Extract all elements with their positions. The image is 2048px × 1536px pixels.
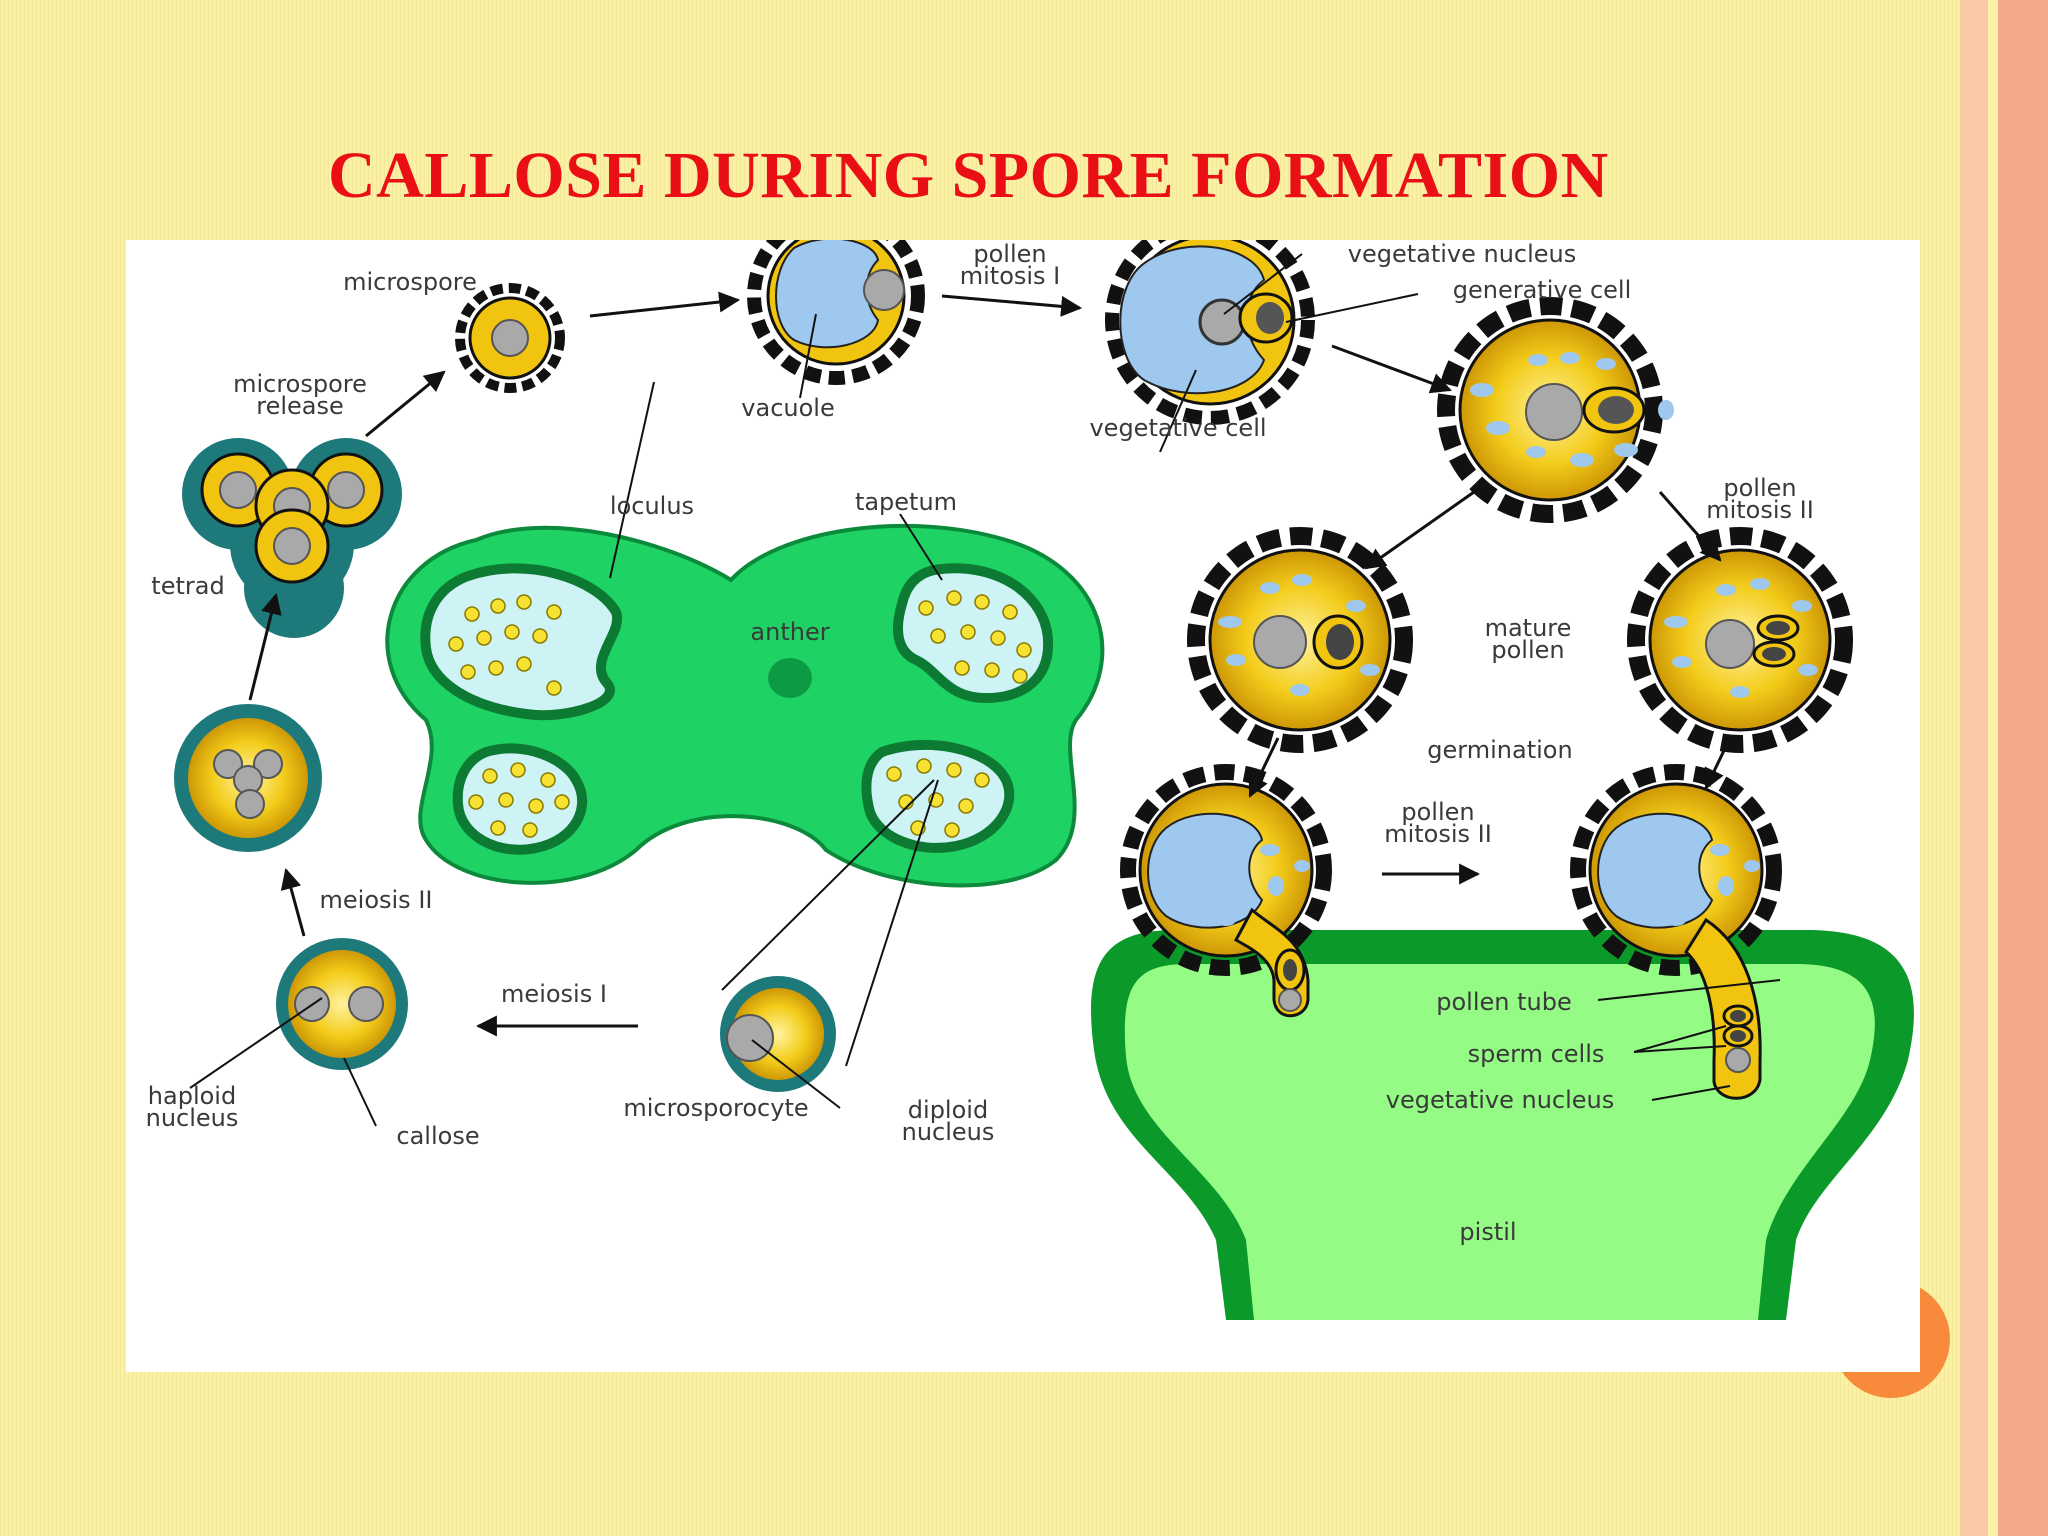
label-sperm-cells: sperm cells — [1468, 1040, 1605, 1068]
label-vacuole: vacuole — [741, 394, 834, 422]
pollen-development-diagram: microspore microspore release tetrad mei… — [146, 240, 1914, 1320]
label-pollen-mitosis-ii-bottom-2: mitosis II — [1384, 820, 1492, 848]
label-pollen-mitosis-ii-right-2: mitosis II — [1706, 496, 1814, 524]
label-tetrad: tetrad — [151, 572, 224, 600]
meiosis-i-dyad-cell — [276, 938, 408, 1070]
label-leader-lines — [189, 253, 1781, 1127]
label-pollen-tube: pollen tube — [1436, 988, 1571, 1016]
maturing-pollen-cell — [1437, 297, 1674, 523]
microsporocyte-cell — [720, 976, 836, 1092]
tetrad — [182, 438, 402, 638]
label-mature-pollen-2: pollen — [1491, 636, 1564, 664]
label-pollen-mitosis-ii-bottom-1: pollen — [1401, 798, 1474, 826]
label-callose: callose — [396, 1122, 479, 1150]
label-meiosis-i: meiosis I — [501, 980, 607, 1008]
label-mature-pollen-1: mature — [1485, 614, 1572, 642]
germinating-pollen-left — [1120, 764, 1332, 1018]
mature-pollen-bicellular — [1187, 527, 1413, 753]
mature-pollen-tricellular — [1627, 527, 1853, 753]
process-arrows — [248, 291, 1732, 1037]
diagram-labels: microspore microspore release tetrad mei… — [146, 240, 1814, 1246]
label-pollen-mitosis-i-1: pollen — [973, 240, 1046, 268]
decorative-strip — [1988, 0, 1998, 1536]
label-generative-cell: generative cell — [1453, 276, 1632, 304]
label-pollen-mitosis-ii-right-1: pollen — [1723, 474, 1796, 502]
label-haploid-1: haploid — [148, 1082, 236, 1110]
microspore-with-vacuole — [747, 240, 925, 385]
label-germination: germination — [1427, 736, 1572, 764]
microspore-cell — [455, 283, 565, 393]
bicellular-pollen-cell — [1105, 240, 1315, 425]
label-vegetative-cell: vegetative cell — [1089, 414, 1266, 442]
label-pistil: pistil — [1459, 1218, 1516, 1246]
label-microspore-release-1: microspore — [233, 370, 367, 398]
label-microsporocyte: microsporocyte — [623, 1094, 808, 1122]
decorative-strip — [1960, 0, 1988, 1536]
anther-cross-section — [385, 523, 1105, 888]
label-anther: anther — [750, 618, 829, 646]
meiosis-ii-cell — [174, 704, 322, 852]
germinating-pollen-right — [1570, 764, 1782, 1100]
label-tapetum: tapetum — [855, 488, 957, 516]
diagram-panel: microspore microspore release tetrad mei… — [126, 240, 1920, 1372]
label-loculus: loculus — [610, 492, 694, 520]
label-meiosis-ii: meiosis II — [320, 886, 433, 914]
decorative-strip — [1998, 0, 2048, 1536]
label-haploid-2: nucleus — [146, 1104, 239, 1132]
label-pollen-mitosis-i-2: mitosis I — [960, 262, 1061, 290]
label-microspore-release-2: release — [256, 392, 344, 420]
label-diploid-2: nucleus — [902, 1118, 995, 1146]
slide-title: CALLOSE DURING SPORE FORMATION — [328, 139, 1609, 212]
label-microspore: microspore — [343, 268, 477, 296]
pistil — [1091, 930, 1914, 1320]
label-diploid-1: diploid — [908, 1096, 988, 1124]
label-vegetative-nucleus-bottom: vegetative nucleus — [1386, 1086, 1615, 1114]
label-vegetative-nucleus-top: vegetative nucleus — [1348, 240, 1577, 268]
